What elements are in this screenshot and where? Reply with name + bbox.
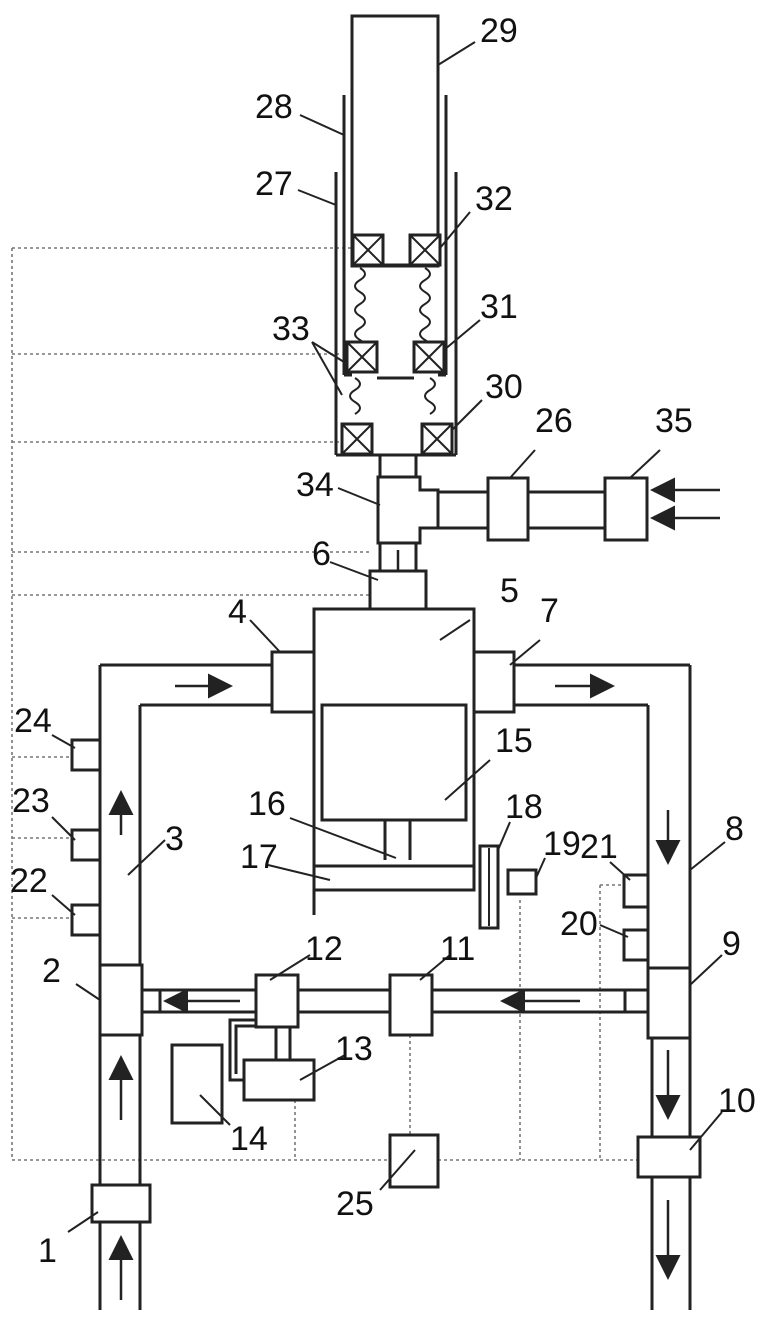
label-5: 5 (500, 572, 519, 610)
sensor-23 (72, 830, 100, 860)
port-7 (474, 652, 514, 712)
label-11: 11 (440, 930, 475, 968)
valve-11 (390, 975, 432, 1035)
junction-9 (648, 968, 690, 1038)
valve-1 (92, 1185, 150, 1222)
label-3: 3 (165, 820, 184, 858)
label-30: 30 (485, 368, 523, 406)
label-24: 24 (14, 702, 52, 740)
label-13: 13 (335, 1030, 373, 1068)
label-33: 33 (272, 310, 310, 348)
sensor-20 (624, 930, 648, 960)
label-12: 12 (305, 930, 343, 968)
label-14: 14 (230, 1120, 268, 1158)
spring-lower-left (350, 378, 360, 414)
label-22: 22 (10, 862, 48, 900)
inlet-assembly (378, 455, 720, 600)
sensor-22 (72, 905, 100, 935)
label-16: 16 (248, 785, 286, 823)
label-28: 28 (255, 88, 293, 126)
port-4 (272, 652, 314, 712)
spring-lower-right (425, 378, 435, 414)
label-29: 29 (480, 12, 518, 50)
spring-upper-left (355, 268, 365, 352)
label-10: 10 (718, 1082, 756, 1120)
label-25: 25 (336, 1185, 374, 1223)
label-6: 6 (312, 535, 331, 573)
actuator-assembly (336, 16, 456, 455)
sensor-21 (624, 875, 648, 907)
label-1: 1 (38, 1232, 57, 1270)
tank-14 (172, 1045, 222, 1123)
label-4: 4 (228, 593, 247, 631)
label-26: 26 (535, 402, 573, 440)
nozzle-6 (370, 571, 426, 609)
sensor-19 (508, 870, 536, 894)
sensor-24 (72, 740, 100, 770)
label-7: 7 (540, 592, 559, 630)
tee-34 (378, 477, 438, 543)
label-17: 17 (240, 838, 278, 876)
controller-25 (390, 1135, 438, 1187)
label-27: 27 (255, 165, 293, 203)
label-34: 34 (296, 466, 334, 504)
label-2: 2 (42, 952, 61, 990)
block-15 (322, 705, 466, 820)
pump-13 (244, 1060, 314, 1100)
spring-upper-right (420, 268, 430, 352)
label-8: 8 (725, 810, 744, 848)
piston-rod-29 (352, 16, 438, 266)
valve-26 (488, 478, 528, 540)
label-23: 23 (12, 782, 50, 820)
label-15: 15 (495, 722, 533, 760)
label-19: 19 (543, 825, 581, 863)
label-32: 32 (475, 180, 513, 218)
junction-2 (100, 965, 142, 1035)
label-9: 9 (722, 925, 741, 963)
valve-12 (256, 975, 298, 1027)
label-21: 21 (580, 828, 618, 866)
plate-17 (314, 866, 474, 890)
label-31: 31 (480, 288, 518, 326)
label-35: 35 (655, 402, 693, 440)
valve-10 (638, 1137, 700, 1177)
label-20: 20 (560, 905, 598, 943)
label-18: 18 (505, 788, 543, 826)
valve-35 (605, 478, 647, 540)
